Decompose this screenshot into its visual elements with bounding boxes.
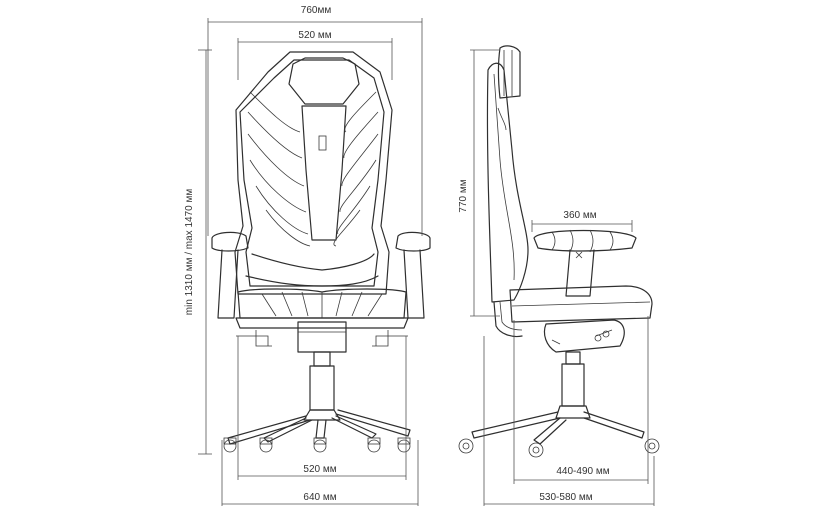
overall-width-label: 760мм: [301, 5, 332, 16]
backrest-width-label: 520 мм: [298, 30, 331, 41]
front-dimension-lines: [198, 18, 423, 506]
overall-depth-label: 530-580 мм: [539, 492, 592, 503]
side-dimension-lines: [470, 49, 655, 506]
seat-depth-label: 440-490 мм: [556, 466, 609, 477]
backrest-height-label: 770 мм: [458, 179, 469, 212]
height-range-label: min 1310 мм / max 1470 мм: [184, 189, 195, 316]
seat-width-label: 520 мм: [303, 464, 336, 475]
front-view-chair: [211, 51, 431, 453]
armrest-length-label: 360 мм: [563, 210, 596, 221]
side-view-chair: [458, 45, 660, 458]
base-width-label: 640 мм: [303, 492, 336, 503]
